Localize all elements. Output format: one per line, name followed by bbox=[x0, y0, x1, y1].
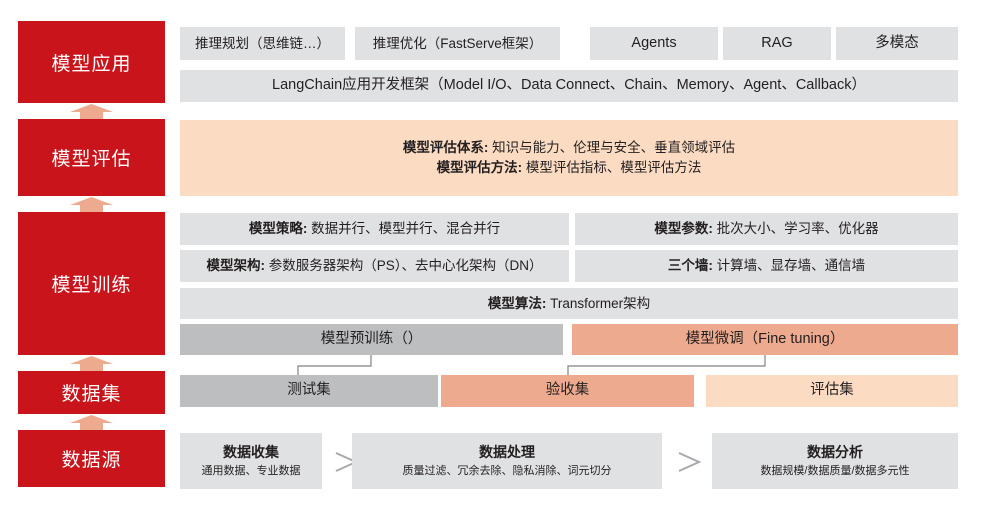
chip-label: RAG bbox=[761, 34, 793, 51]
training-walls-value: 计算墙、显存墙、通信墙 bbox=[716, 258, 866, 274]
training-walls-box[interactable]: 三个墙: 计算墙、显存墙、通信墙 bbox=[575, 250, 958, 282]
step-subtitle: 数据规模/数据质量/数据多元性 bbox=[760, 465, 910, 478]
chevron-right-icon-2 bbox=[673, 447, 707, 477]
stage-arrow-up-4 bbox=[18, 414, 165, 430]
training-algorithm-label: 模型算法: bbox=[487, 295, 547, 311]
training-strategy-label: 模型策略: bbox=[248, 221, 308, 237]
training-architecture-box[interactable]: 模型架构: 参数服务器架构（PS）、去中心化架构（DN） bbox=[180, 250, 569, 282]
training-params-value: 批次大小、学习率、优化器 bbox=[716, 221, 879, 237]
dataset-label: 验收集 bbox=[545, 382, 590, 399]
stage-label: 数据集 bbox=[61, 384, 122, 405]
stage-label: 模型训练 bbox=[51, 275, 132, 296]
dataset-item-acceptance[interactable]: 验收集 bbox=[441, 375, 694, 407]
step-title: 数据处理 bbox=[479, 443, 535, 460]
evaluation-line-2: 模型评估方法: 模型评估指标、模型评估方法 bbox=[437, 158, 702, 178]
stage-arrow-up-1 bbox=[18, 103, 165, 119]
app-chip-rag[interactable]: RAG bbox=[723, 27, 831, 60]
dataset-item-evaluation[interactable]: 评估集 bbox=[706, 375, 958, 407]
training-finetune-box[interactable]: 模型微调（Fine tuning） bbox=[572, 324, 958, 355]
stage-arrow-up-3 bbox=[18, 355, 165, 371]
datasource-step-processing[interactable]: 数据处理 质量过滤、冗余去除、隐私消除、词元切分 bbox=[352, 433, 662, 489]
training-strategy-box[interactable]: 模型策略: 数据并行、模型并行、混合并行 bbox=[180, 213, 569, 245]
stage-model-training[interactable]: 模型训练 bbox=[18, 212, 165, 355]
evaluation-panel[interactable]: 模型评估体系: 知识与能力、伦理与安全、垂直领域评估 模型评估方法: 模型评估指… bbox=[180, 120, 958, 196]
training-walls-label: 三个墙: bbox=[667, 258, 713, 274]
stage-dataset[interactable]: 数据集 bbox=[18, 371, 165, 414]
stage-model-application[interactable]: 模型应用 bbox=[18, 21, 165, 103]
training-architecture-value: 参数服务器架构（PS）、去中心化架构（DN） bbox=[268, 258, 543, 274]
stage-label: 模型应用 bbox=[51, 53, 132, 75]
app-chip-multimodal[interactable]: 多模态 bbox=[836, 27, 958, 60]
chip-label: 多模态 bbox=[875, 34, 919, 51]
stage-model-evaluation[interactable]: 模型评估 bbox=[18, 119, 165, 196]
app-framework-langchain[interactable]: LangChain应用开发框架（Model I/O、Data Connect、C… bbox=[180, 70, 958, 102]
dataset-item-test[interactable]: 测试集 bbox=[180, 375, 438, 407]
datasource-step-analysis[interactable]: 数据分析 数据规模/数据质量/数据多元性 bbox=[712, 433, 958, 489]
training-strategy-value: 数据并行、模型并行、混合并行 bbox=[311, 221, 501, 237]
finetune-label: 模型微调（Fine tuning） bbox=[685, 330, 845, 347]
training-pretrain-box[interactable]: 模型预训练（） bbox=[180, 324, 563, 355]
step-title: 数据收集 bbox=[223, 443, 279, 460]
evaluation-method-label: 模型评估方法: bbox=[436, 160, 523, 175]
app-chip-agents[interactable]: Agents bbox=[590, 27, 718, 60]
stage-data-source[interactable]: 数据源 bbox=[18, 430, 165, 487]
evaluation-system-value: 知识与能力、伦理与安全、垂直领域评估 bbox=[492, 140, 736, 156]
training-params-label: 模型参数: bbox=[654, 221, 713, 237]
stage-arrow-up-2 bbox=[18, 196, 165, 212]
step-title: 数据分析 bbox=[807, 443, 863, 460]
datasource-step-collection[interactable]: 数据收集 通用数据、专业数据 bbox=[180, 433, 322, 489]
training-algorithm-value: Transformer架构 bbox=[550, 295, 651, 311]
chip-label: 推理优化（FastServe框架） bbox=[372, 35, 543, 51]
training-algorithm-box[interactable]: 模型算法: Transformer架构 bbox=[180, 288, 958, 319]
stage-label: 模型评估 bbox=[51, 149, 132, 170]
step-subtitle: 通用数据、专业数据 bbox=[201, 465, 301, 478]
evaluation-method-value: 模型评估指标、模型评估方法 bbox=[525, 160, 702, 175]
training-architecture-label: 模型架构: bbox=[206, 258, 265, 274]
chip-label: Agents bbox=[631, 34, 677, 51]
step-subtitle: 质量过滤、冗余去除、隐私消除、词元切分 bbox=[402, 465, 612, 478]
chip-label: 推理规划（思维链…） bbox=[195, 35, 330, 51]
training-params-box[interactable]: 模型参数: 批次大小、学习率、优化器 bbox=[575, 213, 958, 245]
dataset-label: 评估集 bbox=[810, 382, 854, 399]
stage-label: 数据源 bbox=[61, 450, 122, 471]
app-chip-reasoning-optimization[interactable]: 推理优化（FastServe框架） bbox=[355, 27, 560, 60]
dataset-label: 测试集 bbox=[287, 382, 331, 399]
app-chip-reasoning-planning[interactable]: 推理规划（思维链…） bbox=[180, 27, 345, 60]
evaluation-system-label: 模型评估体系: bbox=[402, 140, 489, 156]
evaluation-line-1: 模型评估体系: 知识与能力、伦理与安全、垂直领域评估 bbox=[403, 138, 735, 158]
framework-label: LangChain应用开发框架（Model I/O、Data Connect、C… bbox=[272, 77, 866, 94]
pretrain-label: 模型预训练（） bbox=[320, 330, 423, 347]
